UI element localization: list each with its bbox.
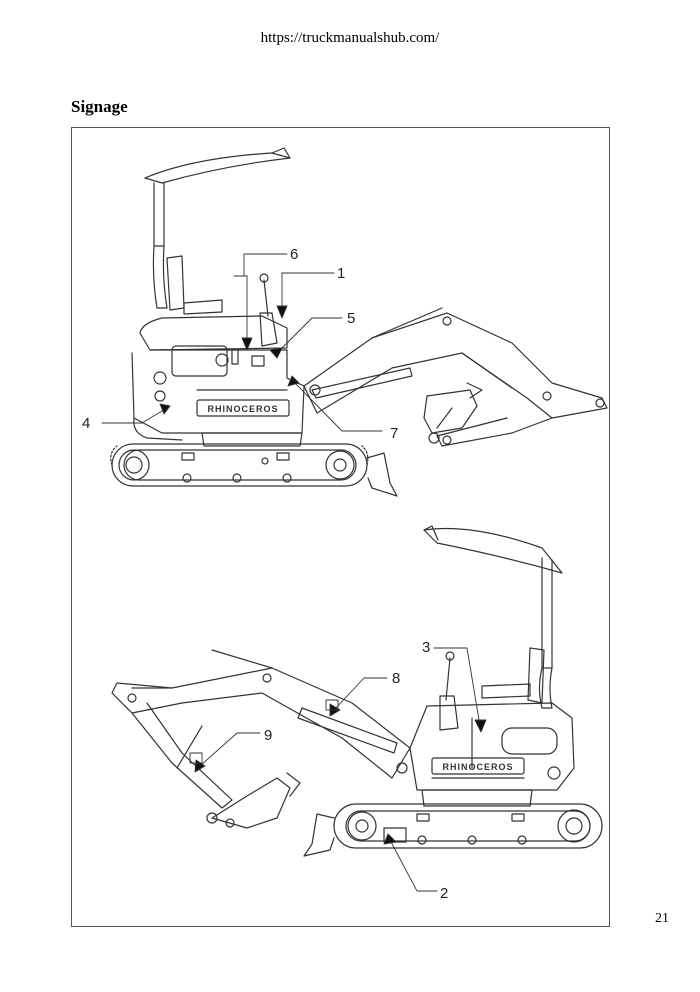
callout-4: 4 [82, 415, 90, 432]
callouts-bottom: 3 8 9 2 [189, 639, 487, 902]
callouts-top: 6 1 5 4 7 [82, 246, 398, 442]
callout-2: 2 [440, 885, 448, 902]
header-url: https://truckmanualshub.com/ [260, 30, 440, 46]
callout-9: 9 [264, 727, 272, 744]
signage-figure-frame: RHINOCEROS 6 [71, 127, 610, 927]
callout-5: 5 [347, 310, 355, 327]
callout-1: 1 [337, 265, 345, 282]
signage-figure: RHINOCEROS 6 [82, 147, 608, 902]
section-title: Signage [71, 97, 128, 116]
excavator-side-view-right: RHINOCEROS [110, 147, 608, 497]
excavator-side-view-left: RHINOCEROS [111, 525, 603, 857]
brand-label-top: RHINOCEROS [207, 404, 278, 414]
callout-6: 6 [290, 246, 298, 263]
page-number: 21 [655, 911, 669, 926]
callout-8: 8 [392, 670, 400, 687]
brand-label-bottom: RHINOCEROS [442, 762, 513, 772]
callout-7: 7 [390, 425, 398, 442]
callout-3: 3 [422, 639, 430, 656]
